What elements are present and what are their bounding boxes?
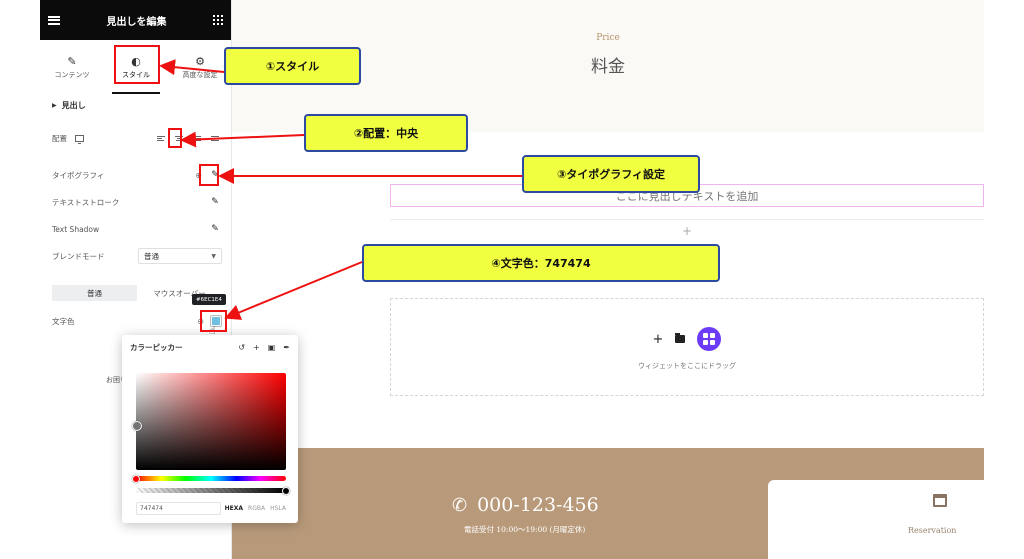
saturation-value-area[interactable] (136, 373, 286, 470)
add-color-icon[interactable]: + (253, 343, 260, 352)
panel-tabs: ✎ コンテンツ ◐ スタイル ⚙ 高度な設定 (40, 40, 232, 96)
tab-hover[interactable]: マウスオーバー (153, 288, 206, 298)
callout-alignment: ②配置：中央 (304, 114, 468, 152)
highlight-typography-pen (199, 164, 219, 186)
reservation-label: Reservation (908, 526, 957, 535)
footer-contact-section: ✆ 000-123-456 電話受付 10:00〜19:00 (月曜定休) Re… (232, 448, 984, 559)
text-shadow-row: Text Shadow ✎ (52, 221, 222, 237)
blend-mode-row: ブレンドモード 普通 ▼ (52, 248, 222, 264)
alignment-label: 配置 (52, 133, 67, 143)
color-tooltip: #6EC1E4 (192, 294, 226, 305)
color-picker-popup: カラーピッカー ↺ + ▣ ✒ HEXA RGBA HSLA (122, 335, 298, 523)
globe-icon[interactable]: ⊕ (195, 170, 202, 180)
typography-label: タイポグラフィ (52, 170, 105, 180)
widgets-grid-icon[interactable] (213, 15, 223, 25)
widget-drop-zone[interactable]: + ウィジェットをここにドラッグ (390, 298, 984, 396)
highlight-style-tab (114, 45, 160, 84)
reservation-card[interactable]: Reservation (768, 480, 984, 559)
trash-icon[interactable]: ▣ (267, 343, 276, 352)
picker-header: カラーピッカー ↺ + ▣ ✒ (130, 342, 290, 353)
panel-header: 見出しを編集 (40, 0, 231, 40)
state-tabs: 普通 マウスオーバー (52, 285, 222, 301)
format-rgba[interactable]: RGBA (248, 504, 266, 512)
add-new-section-icon[interactable]: + (652, 331, 664, 347)
alignment-row: 配置 (52, 130, 222, 146)
blend-mode-select[interactable]: 普通 ▼ (138, 248, 222, 264)
format-hexa[interactable]: HEXA (224, 504, 244, 512)
tab-content[interactable]: ✎ コンテンツ (40, 40, 104, 96)
hex-row: HEXA RGBA HSLA (136, 501, 286, 515)
align-justify-button[interactable] (208, 131, 222, 145)
text-color-row: 文字色 ⊕ (52, 313, 222, 329)
drop-zone-actions: + (391, 327, 983, 351)
hamburger-menu-icon[interactable] (48, 15, 60, 25)
section-heading-toggle[interactable]: ▶ 見出し (52, 100, 86, 111)
callout-style: ①スタイル (224, 47, 361, 85)
tab-content-label: コンテンツ (54, 71, 90, 79)
blend-mode-value: 普通 (144, 251, 159, 261)
align-right-button[interactable] (190, 131, 204, 145)
tab-style-label: スタイル (122, 71, 150, 79)
text-shadow-label: Text Shadow (52, 224, 100, 234)
color-swatch (212, 317, 220, 325)
alignment-buttons (154, 131, 222, 145)
text-stroke-row: テキストストローク ✎ (52, 194, 222, 210)
text-color-swatch-button[interactable] (210, 315, 222, 327)
color-format-tabs: HEXA RGBA HSLA (225, 505, 286, 512)
price-title: 料金 (591, 57, 625, 77)
alpha-slider[interactable] (136, 488, 286, 493)
template-folder-icon[interactable] (675, 333, 686, 343)
tab-style[interactable]: ◐ スタイル (104, 40, 168, 96)
add-section-plus-icon[interactable]: + (390, 219, 984, 241)
pencil-icon: ✎ (67, 55, 77, 68)
text-shadow-edit-pen-icon[interactable]: ✎ (211, 224, 219, 234)
gear-icon: ⚙ (195, 55, 205, 68)
text-color-label: 文字色 (52, 316, 75, 326)
align-left-button[interactable] (154, 131, 168, 145)
phone-icon: ✆ (452, 494, 468, 516)
alpha-slider-handle[interactable] (282, 487, 290, 495)
eyedropper-icon[interactable]: ✒ (283, 343, 290, 352)
drop-zone-text: ウィジェットをここにドラッグ (638, 362, 736, 370)
text-stroke-edit-pen-icon[interactable]: ✎ (211, 197, 219, 207)
help-text: お困り (106, 376, 127, 384)
elementor-kit-icon[interactable] (697, 327, 722, 351)
chevron-down-icon: ▼ (211, 252, 216, 260)
calendar-icon (933, 494, 947, 507)
panel-title: 見出しを編集 (106, 16, 167, 28)
text-stroke-label: テキストストローク (52, 197, 120, 207)
picker-title: カラーピッカー (130, 343, 183, 352)
price-subtitle: Price (596, 33, 620, 43)
caret-right-icon: ▶ (52, 102, 57, 109)
tab-advanced-label: 高度な設定 (182, 71, 218, 79)
sv-picker-handle[interactable] (132, 421, 142, 431)
align-center-button[interactable] (172, 131, 186, 145)
phone-block: ✆ 000-123-456 (452, 494, 599, 516)
tab-normal[interactable]: 普通 (52, 285, 137, 301)
phone-hours: 電話受付 10:00〜19:00 (月曜定休) (464, 525, 586, 534)
hex-input[interactable] (136, 501, 221, 515)
hue-slider[interactable] (136, 476, 286, 481)
highlight-align-center (168, 128, 182, 148)
section-heading-label: 見出し (61, 101, 86, 110)
callout-typography: ③タイポグラフィ設定 (522, 155, 700, 193)
reset-icon[interactable]: ↺ (238, 343, 246, 352)
callout-text-color: ④文字色：747474 (362, 244, 720, 282)
hue-slider-handle[interactable] (132, 475, 140, 483)
blend-mode-label: ブレンドモード (52, 251, 105, 261)
tab-advanced[interactable]: ⚙ 高度な設定 (168, 40, 232, 96)
typography-edit-pen-icon[interactable]: ✎ (211, 170, 219, 180)
typography-row: タイポグラフィ ⊕ ✎ (52, 167, 222, 183)
phone-number: 000-123-456 (477, 494, 599, 516)
desktop-monitor-icon[interactable] (75, 134, 84, 144)
half-circle-icon: ◐ (131, 55, 141, 68)
highlight-color-swatch (200, 310, 227, 332)
picker-toolbar: ↺ + ▣ ✒ (238, 343, 290, 352)
format-hsla[interactable]: HSLA (270, 504, 286, 512)
